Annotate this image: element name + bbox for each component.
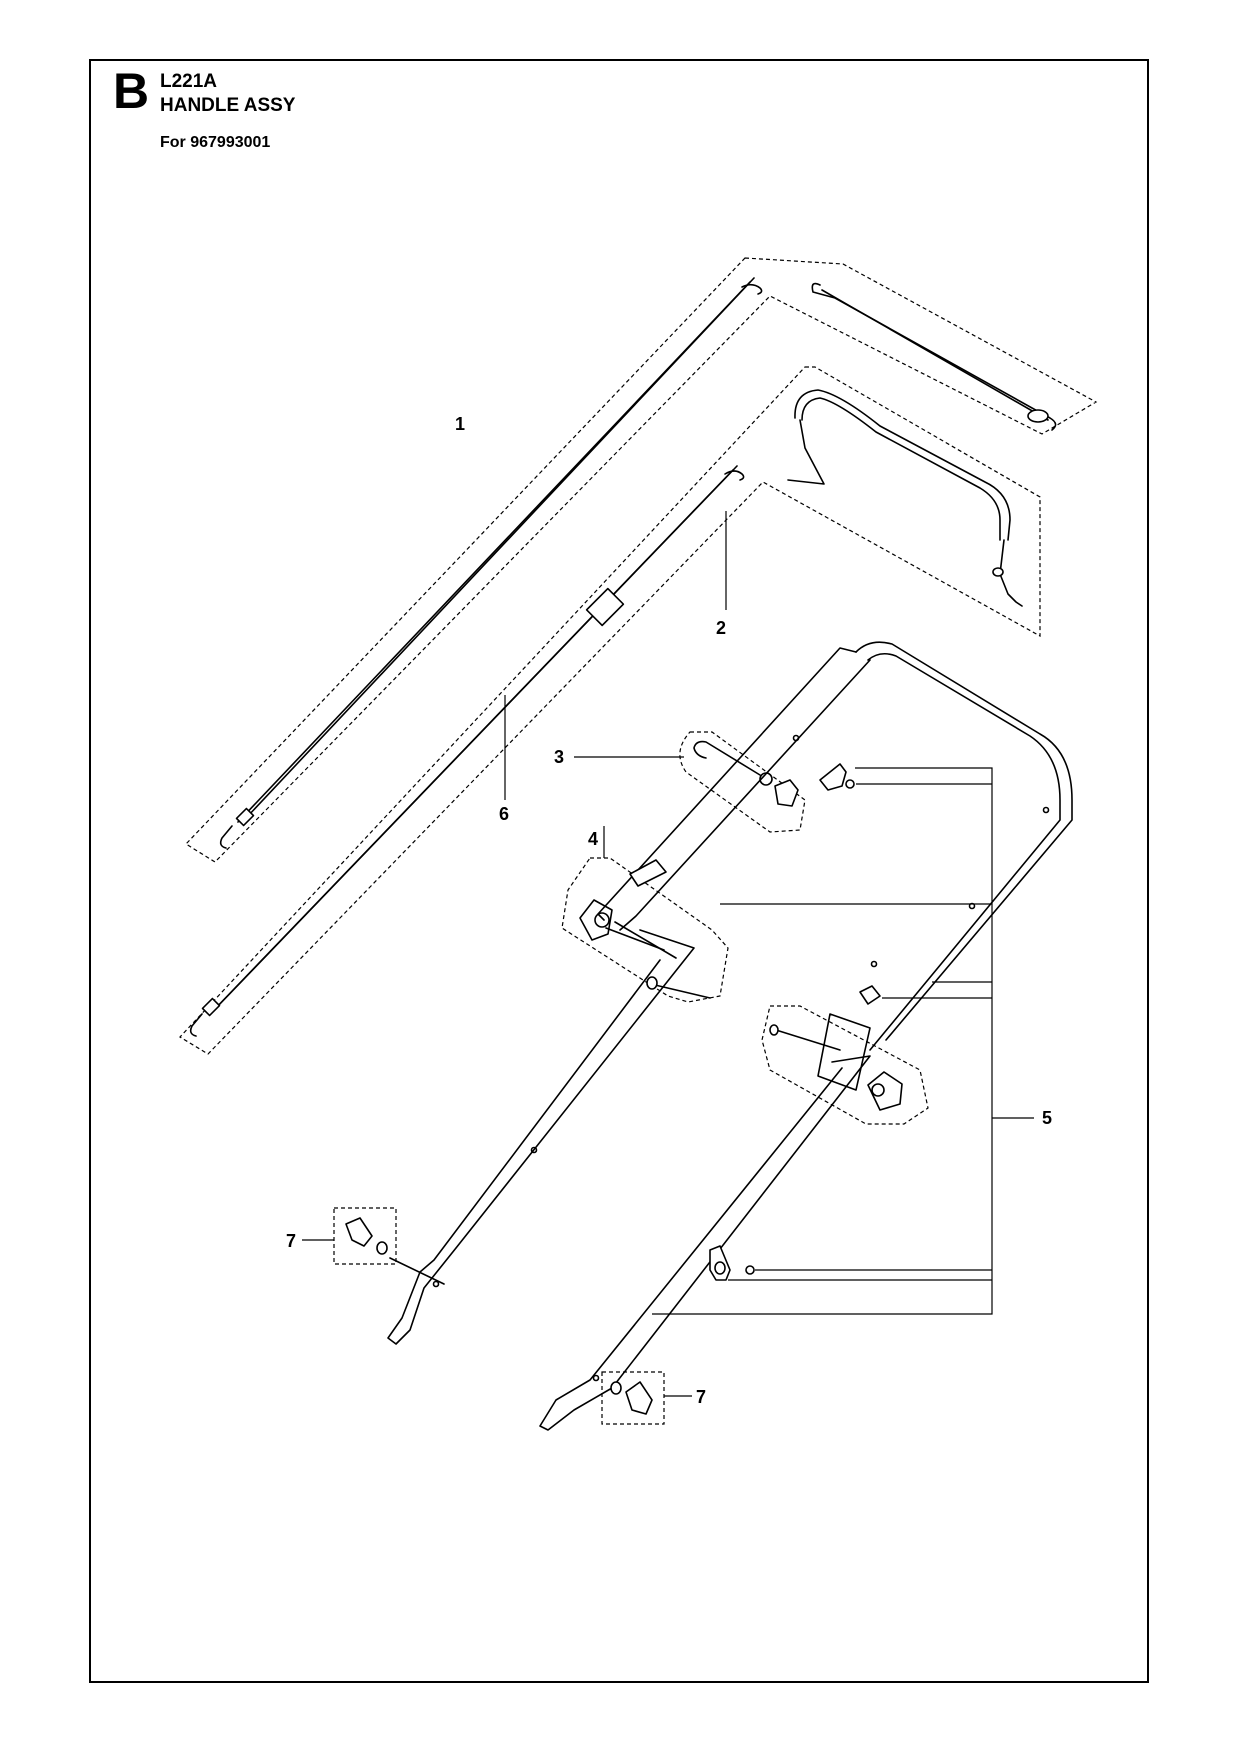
part-4-knob-bolt-group	[561, 826, 729, 1003]
part-1-throttle-rod	[811, 282, 1057, 431]
right-handle-bar	[539, 641, 1073, 1431]
callout-2: 2	[716, 618, 726, 638]
part-1-cable-group	[185, 257, 1098, 863]
part-6-cable-group	[189, 465, 745, 1037]
callout-1: 1	[455, 414, 465, 434]
callout-6: 6	[499, 804, 509, 824]
serial-reference: For 967993001	[160, 134, 271, 151]
callout-7-left: 7	[286, 1231, 296, 1251]
page-frame	[89, 59, 1149, 1683]
part-7-right-knob-group	[601, 1371, 692, 1425]
cable-clip-upper	[720, 763, 993, 1118]
part-2-bail-handle-group	[179, 366, 1041, 1055]
callout-4: 4	[588, 829, 598, 849]
callout-3: 3	[554, 747, 564, 767]
model-number: L221A	[160, 71, 218, 92]
assembly-title: HANDLE ASSY	[160, 95, 296, 116]
part-7-left-knob-group	[302, 1207, 445, 1285]
left-handle-bar	[387, 647, 871, 1345]
callout-7-right: 7	[696, 1387, 706, 1407]
part-5-right-knob-group	[761, 985, 929, 1125]
section-letter: B	[113, 63, 150, 119]
part-3-hook-knob-group	[574, 731, 806, 833]
callout-5: 5	[1042, 1108, 1052, 1128]
cable-clip-lower	[652, 1117, 1034, 1315]
